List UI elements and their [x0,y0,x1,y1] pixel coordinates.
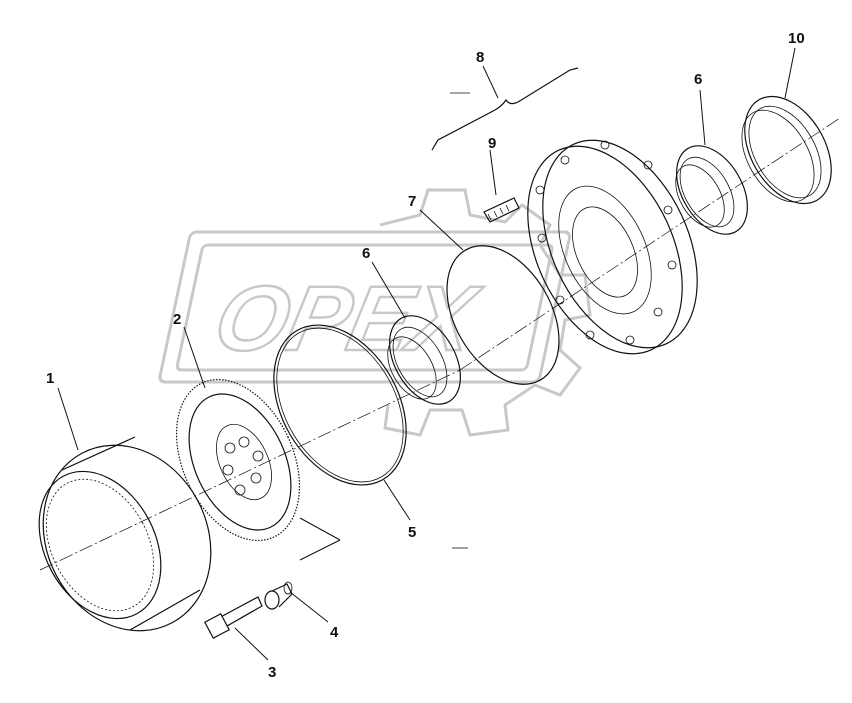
callout-6-inner: 6 [362,245,370,262]
part-5-snap-ring [273,324,407,486]
callout-5: 5 [408,524,416,541]
leader-lines [57,47,796,661]
part-6-seal-outer [675,145,748,235]
wheel-hub [527,139,698,355]
part-8-bracket [431,67,579,151]
watermark-logo: OPEX [158,188,592,437]
callout-10: 10 [788,30,805,47]
part-1-ring-gear [38,436,212,632]
assembly-axis [39,92,841,571]
part-10-seal-ring [741,95,832,205]
callout-2: 2 [173,311,181,328]
callout-6-outer: 6 [694,71,702,88]
callout-7: 7 [408,193,416,210]
watermark-text: OPEX [206,267,488,370]
callout-4: 4 [330,624,339,641]
callout-3: 3 [268,664,276,681]
callout-8: 8 [476,49,484,66]
callout-9: 9 [488,135,496,152]
callout-labels: 1 2 3 4 5 6 6 7 8 9 10 [46,30,805,681]
part-6-seal-inner [387,315,461,405]
part-4-bushing [264,581,293,610]
part-9-stud [483,197,520,223]
part-2-gear-carrier [175,378,301,542]
callout-1: 1 [46,370,54,387]
part-3-bolt [204,596,263,639]
part-7-o-ring [446,245,560,385]
